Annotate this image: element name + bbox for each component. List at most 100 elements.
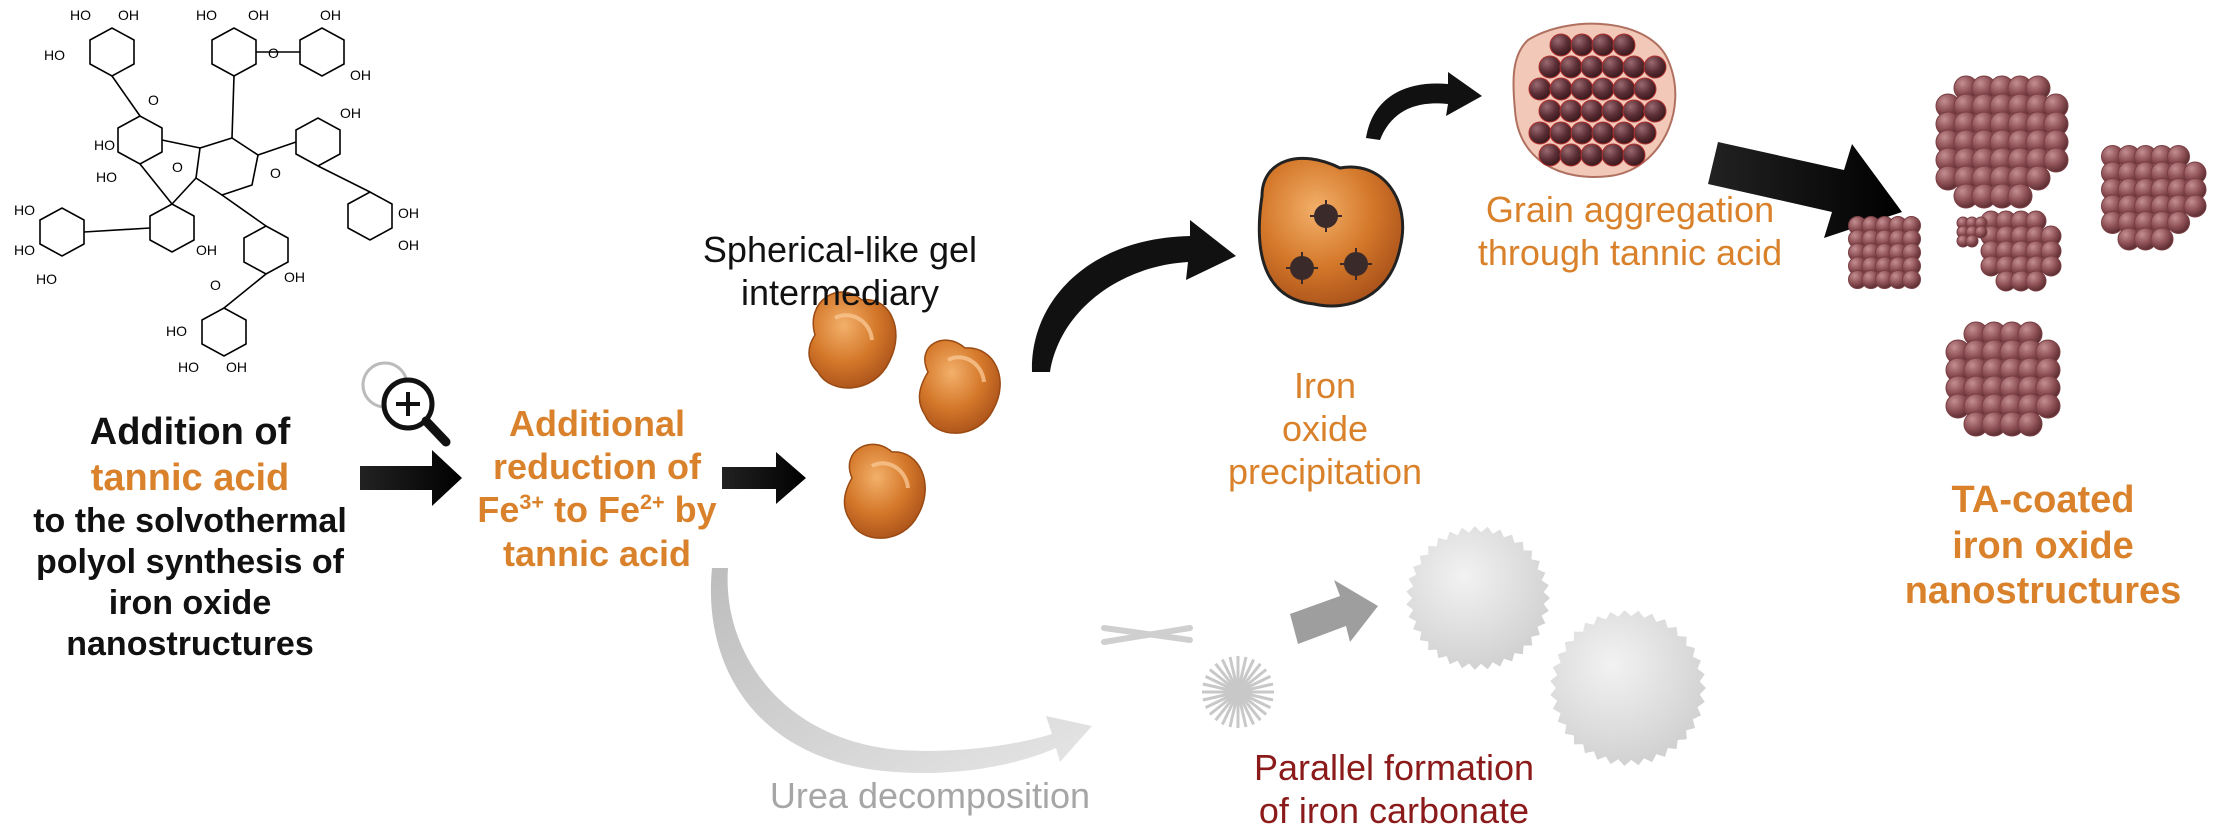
aggregate-grain — [1559, 143, 1583, 167]
o-label: O — [148, 92, 159, 108]
cluster-grain — [2043, 147, 2069, 173]
step1-line5: iron oxide — [108, 583, 272, 622]
cluster-grain — [2007, 183, 2033, 209]
urea-urchin-icon — [1202, 656, 1274, 728]
arrow-product-icon — [1708, 142, 1902, 238]
oh-label: HO — [196, 7, 217, 23]
oh-label: OH — [398, 205, 419, 221]
cluster-grain — [1902, 270, 1921, 289]
aggregate-grain — [1538, 143, 1562, 167]
iron-oxide-precipitate — [1257, 156, 1405, 308]
step1-line2: tannic acid — [90, 456, 290, 499]
aggregate-grain — [1538, 99, 1562, 123]
oh-label: HO — [94, 137, 115, 153]
gel-line1: Spherical-like gel — [702, 229, 978, 270]
carbonate-line1: Parallel formation — [1253, 747, 1535, 788]
ta-coated-cluster — [1848, 216, 1921, 289]
aggregate-grain — [1643, 99, 1667, 123]
aggregate-grain — [1622, 143, 1646, 167]
curved-arrow-precipitate-to-aggregate-icon — [1366, 72, 1482, 140]
urchin-spike — [1237, 682, 1274, 694]
precipitation-line2: oxide precipitation — [1227, 408, 1423, 493]
iron-carbonate-sphere — [1406, 526, 1550, 670]
step2-line3: Fe3+ to Fe2+ by — [477, 489, 717, 531]
aggregate-grain — [1549, 77, 1573, 101]
oh-label: OH — [226, 359, 247, 375]
ta-coated-cluster — [1945, 321, 2061, 437]
aggregate-grain — [1591, 33, 1615, 57]
aggregate-grain — [1559, 55, 1583, 79]
aggregate-grain — [1612, 121, 1636, 145]
step1-line6: nanostructures — [66, 624, 314, 663]
cluster-grain — [2025, 270, 2047, 292]
cluster-grain — [2017, 411, 2043, 437]
oh-label: OH — [320, 7, 341, 23]
ta-coated-cluster — [2101, 145, 2207, 251]
aggregate-grain — [1601, 99, 1625, 123]
oh-label: OH — [248, 7, 269, 23]
ta-coated-cluster — [1935, 75, 2069, 209]
arrow-step2-icon — [722, 452, 806, 504]
aggregate-grain — [1528, 77, 1552, 101]
step1-label: Addition of tannic acid to the solvother… — [0, 410, 380, 664]
cluster-grain — [2025, 165, 2051, 191]
aggregate-grain — [1591, 121, 1615, 145]
aggregation-line2: through tannic acid — [1477, 232, 1783, 274]
oh-label: OH — [340, 105, 361, 121]
precipitation-line1: Iron — [1293, 365, 1357, 406]
o-label: O — [172, 159, 183, 175]
cluster-grain — [2150, 227, 2174, 251]
aggregation-line1: Grain aggregation — [1485, 189, 1775, 230]
aggregate-grain — [1643, 55, 1667, 79]
aggregate-grain — [1528, 121, 1552, 145]
step1-line3: to the solvothermal — [33, 502, 347, 541]
o-label: O — [268, 45, 279, 61]
aggregate-grain — [1601, 143, 1625, 167]
cluster-grain — [1965, 234, 1979, 248]
step2-line2: reduction of — [493, 446, 701, 488]
oh-label: HO — [14, 242, 35, 258]
aggregate-grain — [1612, 33, 1636, 57]
step2-line1: Additional — [509, 403, 685, 444]
oh-label: OH — [398, 237, 419, 253]
cluster-grain — [1974, 225, 1988, 239]
arrow-step1-icon — [360, 450, 462, 506]
aggregate-grain — [1622, 55, 1646, 79]
oh-label: HO — [70, 7, 91, 23]
iron-carbonate-spheres — [1406, 526, 1706, 766]
tannic-acid-structure-icon — [39, 27, 393, 357]
product-line3: nanostructures — [1904, 570, 2182, 613]
oh-label: OH — [118, 7, 139, 23]
tannic-acid-labels: HO OH HO HO OH OH OH HO HO OH HO HO HO O… — [14, 7, 419, 375]
aggregate-grain — [1601, 55, 1625, 79]
gel-line2: intermediary — [740, 272, 940, 314]
gel-particle — [918, 339, 1001, 434]
cluster-grain — [2035, 393, 2061, 419]
oh-label: HO — [96, 169, 117, 185]
oh-label: HO — [14, 202, 35, 218]
step2-line4: tannic acid — [502, 532, 692, 574]
oh-label: HO — [178, 359, 199, 375]
aggregate-grain — [1580, 99, 1604, 123]
carbonate-line2: of iron carbonate — [1258, 790, 1530, 832]
step1-line4: polyol synthesis of — [36, 542, 344, 581]
ta-coated-cluster — [1956, 216, 1988, 248]
ta-coated-clusters — [1848, 75, 2207, 437]
oh-label: OH — [350, 67, 371, 83]
aggregate-grain — [1580, 55, 1604, 79]
gel-label: Spherical-like gel intermediary — [680, 228, 1000, 314]
curved-arrow-gel-to-precipitate-icon — [1031, 220, 1236, 372]
urea-rods — [1101, 625, 1193, 645]
aggregate-grain — [1538, 55, 1562, 79]
oh-label: OH — [284, 269, 305, 285]
curved-arrow-urea-icon — [710, 568, 1092, 773]
oh-label: HO — [166, 323, 187, 339]
aggregate-grain — [1580, 143, 1604, 167]
cluster-grain — [2167, 211, 2190, 234]
aggregate-grain — [1622, 99, 1646, 123]
oh-label: HO — [36, 271, 57, 287]
aggregate-grain — [1633, 121, 1657, 145]
gel-particle — [808, 291, 897, 389]
oh-label: OH — [196, 242, 217, 258]
